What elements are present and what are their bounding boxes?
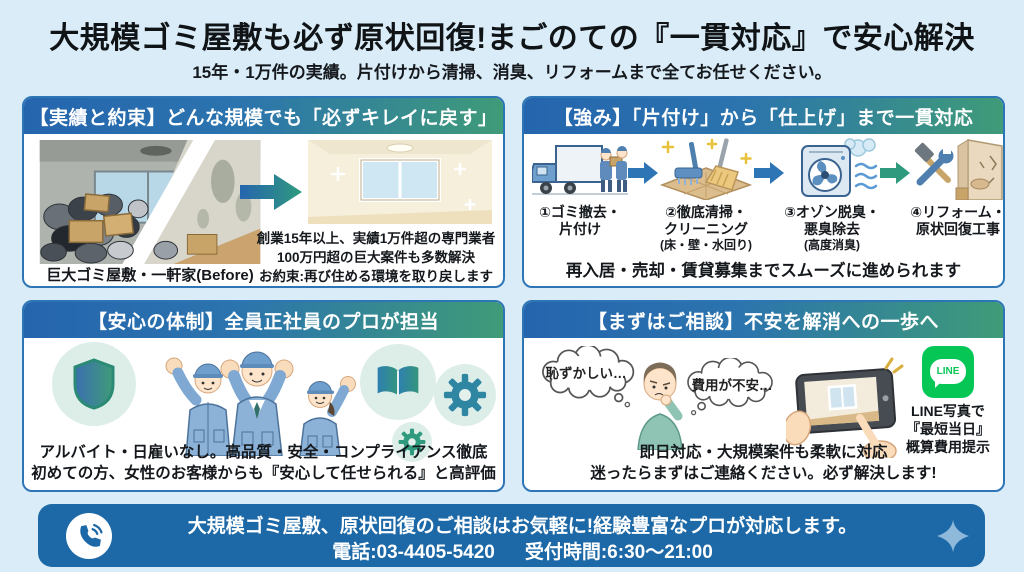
before-caption: 巨大ゴミ屋敷・一軒家(Before) bbox=[46, 267, 254, 284]
thought-bubble-text: 恥ずかしい… bbox=[545, 366, 627, 381]
gear-icon bbox=[434, 364, 496, 426]
step-label-line: 悪臭除去 bbox=[804, 221, 860, 238]
panel-flow: 【強み】「片付け」から「仕上げ」まで一貫対応 bbox=[522, 96, 1005, 288]
line-benefit-line: 『最短当日』 bbox=[906, 421, 990, 438]
results-text-block: 創業15年以上、実績1万件超の専門業者 100万円超の巨大案件も多数解決 お約束… bbox=[254, 229, 498, 286]
flow-steps-row: ①ゴミ撤去・ 片付け bbox=[532, 136, 1003, 253]
panel-results: 【実績と約束】どんな規模でも「必ずキレイに戻す」 bbox=[22, 96, 505, 288]
step-label-line: (床・壁・水回り) bbox=[660, 238, 752, 253]
contact-cta-bar: 大規模ゴミ屋敷、原状回復のご相談はお気軽に!経験豊富なプロが対応します。 電話:… bbox=[38, 504, 985, 567]
page-title: 大規模ゴミ屋敷も必ず原状回復!まごのての『一貫対応』で安心解決 bbox=[49, 22, 975, 55]
consult-line: 即日対応・大規模案件も柔軟に対応 bbox=[639, 444, 888, 462]
tablet-photo-illustration bbox=[782, 356, 910, 462]
cta-line2: 電話:03-4405-5420 受付時間:6:30〜21:00 bbox=[124, 537, 921, 564]
step-label-line: ①ゴミ撤去・ bbox=[539, 204, 621, 220]
panel-consult-header: 【まずはご相談】不安を解消への一歩へ bbox=[524, 302, 1003, 338]
after-room-image bbox=[308, 140, 492, 224]
business-hours: 受付時間:6:30〜21:00 bbox=[524, 542, 713, 563]
step-label-line: 原状回復工事 bbox=[916, 221, 1000, 238]
results-line: お約束:再び住める環境を取り戻します bbox=[259, 269, 493, 285]
before-after-arrow-icon bbox=[240, 174, 302, 210]
workers-illustration bbox=[152, 340, 362, 457]
gear-icon bbox=[392, 422, 432, 462]
staff-text-block: アルバイト・日雇いなし。高品質・安全・コンプライアンス徹底 初めての方、女性のお… bbox=[24, 443, 503, 485]
panel-staff-header: 【安心の体制】全員正社員のプロが担当 bbox=[24, 302, 503, 338]
flow-step-2: ②徹底清掃・ クリーニング (床・壁・水回り) bbox=[658, 136, 754, 253]
flow-arrow-icon bbox=[754, 160, 784, 191]
line-benefit-text: LINE写真で 『最短当日』 概算費用提示 bbox=[890, 402, 1003, 457]
staff-line: アルバイト・日雇いなし。高品質・安全・コンプライアンス徹底 bbox=[39, 444, 488, 462]
step-label-line: クリーニング bbox=[664, 221, 748, 238]
results-line: 創業15年以上、実績1万件超の専門業者 bbox=[256, 231, 496, 246]
results-line: 100万円超の巨大案件も多数解決 bbox=[276, 250, 476, 266]
step-label-line: ②徹底清掃・ bbox=[665, 204, 747, 220]
panel-flow-header: 【強み】「片付け」から「仕上げ」まで一貫対応 bbox=[524, 98, 1003, 134]
consult-text-block: 即日対応・大規模案件も柔軟に対応 迷ったらまずはご連絡ください。必ず解決します! bbox=[524, 443, 1003, 485]
flow-footer-text: 再入居・売却・賃貸募集までスムーズに進められます bbox=[565, 262, 962, 280]
shield-icon bbox=[52, 342, 136, 426]
line-app-icon: LINE bbox=[922, 346, 974, 398]
step-label-line: ③オゾン脱臭・ bbox=[784, 204, 880, 220]
page-subtitle: 15年・1万件の実績。片付けから清掃、消臭、リフォームまで全てお任せください。 bbox=[192, 63, 832, 82]
line-benefit-line: LINE写真で bbox=[911, 403, 985, 419]
panel-consult: 【まずはご相談】不安を解消への一歩へ 恥ずかしい… bbox=[522, 300, 1005, 492]
staff-line: 初めての方、女性のお客様からも『安心して任せられる』と高評価 bbox=[31, 465, 496, 483]
staff-illustration bbox=[24, 338, 503, 462]
thought-bubble-2: 費用が不安… bbox=[684, 358, 780, 416]
truck-icon bbox=[532, 136, 628, 200]
book-icon bbox=[360, 344, 436, 420]
panel-results-header: 【実績と約束】どんな規模でも「必ずキレイに戻す」 bbox=[24, 98, 503, 134]
phone-icon bbox=[66, 513, 112, 559]
step-label-line: 片付け bbox=[559, 221, 601, 238]
flow-step-3: ③オゾン脱臭・ 悪臭除去 (高度消臭) bbox=[784, 136, 880, 253]
worried-man-illustration bbox=[620, 350, 700, 452]
cta-line1: 大規模ゴミ屋敷、原状回復のご相談はお気軽に!経験豊富なプロが対応します。 bbox=[187, 516, 858, 537]
flow-arrow-icon bbox=[628, 160, 658, 191]
sparkle-icon bbox=[937, 520, 969, 552]
cleaning-icon bbox=[658, 136, 754, 200]
flow-step-4: ④リフォーム・ 原状回復工事 bbox=[910, 136, 1005, 238]
phone-number: 電話:03-4405-5420 bbox=[332, 542, 495, 563]
step-label-line: (高度消臭) bbox=[804, 238, 860, 253]
line-logo-text: LINE bbox=[930, 359, 966, 388]
flow-step-1: ①ゴミ撤去・ 片付け bbox=[532, 136, 628, 238]
panel-staff: 【安心の体制】全員正社員のプロが担当 bbox=[22, 300, 505, 492]
thought-bubble-1: 恥ずかしい… bbox=[534, 346, 638, 408]
consult-line: 迷ったらまずはご連絡ください。必ず解決します! bbox=[590, 465, 937, 483]
step-label-line: ④リフォーム・ bbox=[910, 204, 1005, 220]
flow-arrow-icon bbox=[880, 160, 910, 191]
repair-tools-icon bbox=[910, 136, 1003, 200]
consult-illustration: 恥ずかしい… bbox=[524, 338, 1003, 462]
before-room-image bbox=[38, 140, 262, 264]
line-benefit-line: 概算費用提示 bbox=[906, 439, 990, 456]
ozone-machine-icon bbox=[784, 136, 880, 200]
panel-grid: 【実績と約束】どんな規模でも「必ずキレイに戻す」 bbox=[22, 96, 1005, 492]
thought-bubble-text: 費用が不安… bbox=[691, 378, 773, 393]
